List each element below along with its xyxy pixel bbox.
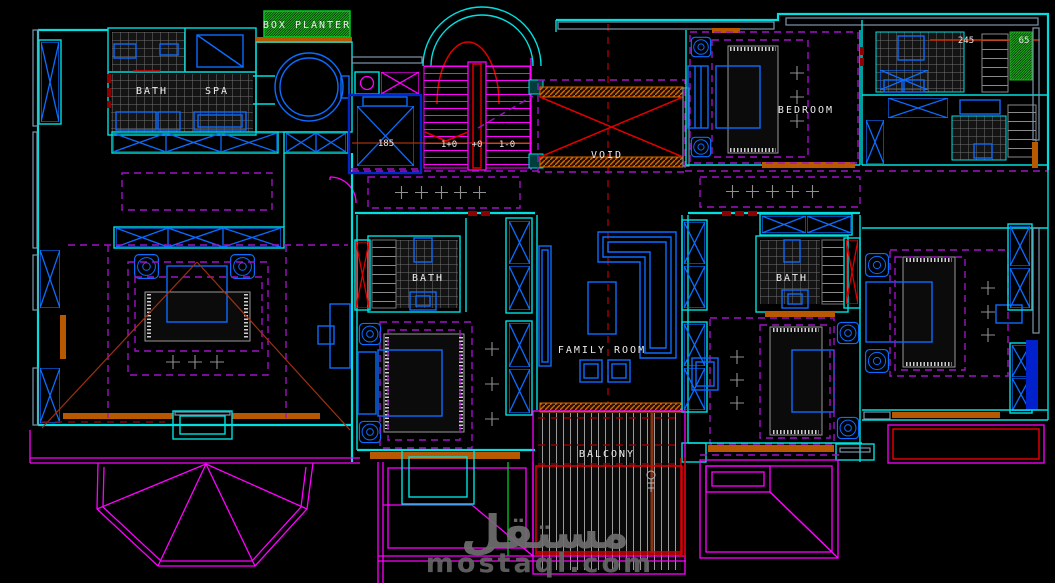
master-bedroom bbox=[32, 244, 352, 440]
bedroom-lower-far-right bbox=[862, 170, 1049, 464]
roof-plans bbox=[29, 430, 839, 583]
stair-flight bbox=[485, 65, 531, 169]
dim-stair-left: 1+0 bbox=[441, 140, 457, 150]
bed-rug bbox=[144, 291, 251, 342]
door-arc-icon bbox=[329, 176, 357, 204]
top-right-suite bbox=[555, 12, 1050, 170]
level-marker-icon bbox=[646, 470, 656, 492]
label-box-planter: BOX PLANTER bbox=[263, 20, 351, 31]
label-bath-mid-right: BATH bbox=[776, 273, 808, 284]
dim-stair-mid: +0 bbox=[472, 140, 483, 150]
entry-arch bbox=[422, 6, 542, 67]
sofa bbox=[597, 231, 677, 359]
bed bbox=[377, 349, 443, 417]
label-balcony: BALCONY bbox=[579, 449, 635, 460]
label-bath-top-left: BATH bbox=[136, 86, 168, 97]
bed-rug bbox=[902, 256, 956, 368]
bath-mid-right bbox=[755, 213, 861, 317]
bed bbox=[865, 281, 933, 343]
label-void: VOID bbox=[591, 150, 623, 161]
dim-stair-right: 1-0 bbox=[499, 140, 515, 150]
label-bedroom: BEDROOM bbox=[778, 105, 834, 116]
bath-spa-suite bbox=[32, 10, 353, 425]
dim-65: 65 bbox=[1019, 36, 1030, 46]
balcony bbox=[532, 410, 686, 575]
coffee-table bbox=[587, 281, 617, 335]
elevator-shaft bbox=[347, 93, 423, 175]
dim-245: 245 bbox=[958, 36, 974, 46]
bed-rug bbox=[769, 326, 823, 436]
spa-tub bbox=[274, 52, 344, 122]
label-family-room: FAMILY ROOM bbox=[558, 345, 646, 356]
family-room bbox=[536, 215, 708, 463]
dressing-area bbox=[111, 131, 357, 462]
label-spa: SPA bbox=[205, 86, 229, 97]
corridors bbox=[352, 170, 1048, 450]
bed bbox=[715, 65, 761, 129]
elevator-stairs bbox=[347, 6, 544, 175]
watermark: مستقل mostaql.com bbox=[426, 505, 654, 579]
watermark-arabic: مستقل bbox=[461, 505, 629, 559]
bed-rug bbox=[727, 45, 779, 154]
window-seat bbox=[172, 410, 233, 440]
dim-elevator: 185 bbox=[378, 139, 394, 149]
stair-flight bbox=[423, 65, 469, 169]
label-bath-mid-left: BATH bbox=[412, 273, 444, 284]
bath-mid-left bbox=[354, 217, 533, 314]
watermark-latin: mostaql.com bbox=[426, 548, 654, 579]
labels: BOX PLANTER BATH SPA VOID BEDROOM BATH B… bbox=[136, 20, 1029, 460]
balcony-deck bbox=[538, 413, 681, 570]
bed-rug bbox=[383, 333, 465, 433]
terrace bbox=[887, 424, 1045, 464]
void-area bbox=[537, 79, 690, 173]
bedroom-lower-mid-right bbox=[688, 215, 875, 462]
